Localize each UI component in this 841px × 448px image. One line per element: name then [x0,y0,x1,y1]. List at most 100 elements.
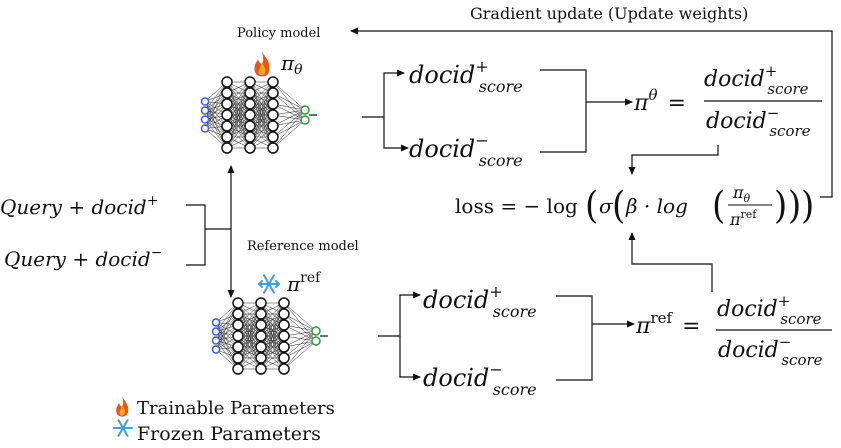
hidden-node [255,330,267,342]
input-node [211,336,221,345]
output-node [311,336,321,346]
policy-network [200,76,317,154]
ref-to-loss-arrow [628,232,713,292]
hidden-node [255,341,267,353]
hidden-node [278,341,290,353]
loss-beta-log: β · log [625,194,688,218]
hidden-node [255,352,267,364]
hidden-node [221,87,233,99]
hidden-node [232,308,244,320]
policy-model-label: Policy model [237,26,320,41]
input-node [211,327,221,336]
policy-pos-arrow [362,69,405,118]
network-edge [237,335,262,370]
hidden-node [267,142,279,154]
loss-num: πθ [732,183,751,205]
hidden-node [232,341,244,353]
output-node [311,326,321,336]
network-edge [283,330,317,370]
network-edge [272,109,306,127]
input-node [200,106,210,115]
loss-den: πref [729,208,757,229]
policy-merge-bracket [540,69,587,153]
network-edge [283,340,317,359]
output-node [300,105,310,115]
hidden-node [244,98,256,110]
network-edge [283,302,317,342]
policy-ratio-num: docid+score [704,62,809,98]
loss-paren-close-1: ) [801,184,814,227]
hidden-node [244,76,256,88]
network-edge [272,109,306,138]
hidden-node [232,297,244,309]
network-edge [272,81,306,121]
loss-sigma: σ [599,194,614,218]
hidden-node [267,87,279,99]
hidden-node [255,319,267,331]
hidden-node [232,352,244,364]
ref-ratio-lhs: πref= [635,309,701,339]
network-edge [283,302,317,332]
fire-icon [254,52,270,77]
network-edge [249,114,274,149]
policy-ratio-den: docid−score [706,104,811,140]
policy-docid-neg: docid−score [409,131,523,170]
hidden-node [244,142,256,154]
hidden-node [278,352,290,364]
hidden-node [255,363,267,375]
hidden-node [267,98,279,110]
hidden-node [221,98,233,110]
policy-to-loss-arrow [628,145,719,175]
input-node [200,115,210,124]
network-edge [272,119,306,138]
network-edge [226,81,251,116]
hidden-node [244,131,256,143]
legend-snowflake-icon [113,419,133,437]
network-edge [260,335,285,370]
gradient-update-arrow [350,27,833,198]
ref-pos-arrow [378,291,421,337]
hidden-node [267,120,279,132]
loss-paren-open-1: ( [585,184,598,227]
loss-paren-open-2: ( [612,184,625,227]
hidden-node [244,109,256,121]
network-edge [283,330,317,359]
network-edge [272,119,306,149]
hidden-node [278,308,290,320]
hidden-node [278,363,290,375]
network-edge [272,92,306,121]
network-edge [283,313,317,342]
network-edge [226,114,251,149]
input-node [200,97,210,106]
network-edge [215,302,239,341]
policy-ratio-lhs: πθ= [633,86,686,116]
hidden-node [232,330,244,342]
hidden-node [232,363,244,375]
snowflake-icon [258,274,280,294]
hidden-node [221,142,233,154]
network-edge [272,81,306,111]
network-edge [215,302,239,332]
query-neg-input: Query + docid− [4,245,162,271]
input-node [211,345,221,354]
hidden-node [221,120,233,132]
legend-fire-icon [116,397,129,417]
hidden-node [267,76,279,88]
gradient-update-label: Gradient update (Update weights) [470,4,748,23]
hidden-node [221,109,233,121]
policy-neg-arrow [383,117,409,152]
network-edge [272,92,306,111]
input-node [211,318,221,327]
loss-paren-close-3: ) [774,184,787,227]
loss-paren-open-3: ( [712,184,725,227]
legend-frozen: Frozen Parameters [137,423,321,445]
network-edge [283,313,317,332]
legend-trainable: Trainable Parameters [137,398,335,419]
hidden-node [255,308,267,320]
network-edge [237,302,262,337]
reference-model-label: Reference model [247,239,359,254]
reference-pi: πref [286,270,322,296]
hidden-node [278,330,290,342]
